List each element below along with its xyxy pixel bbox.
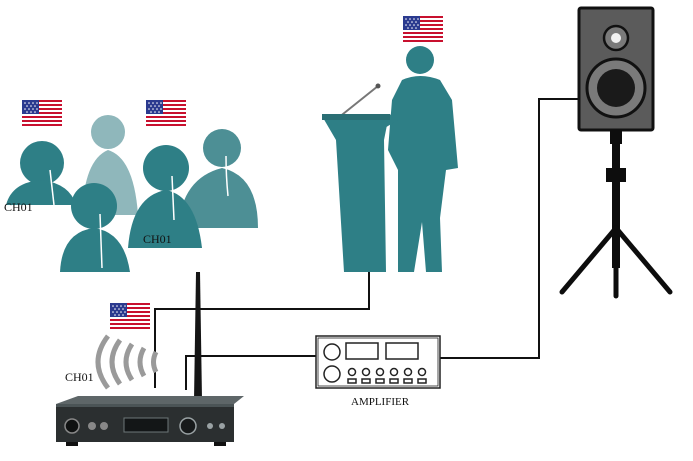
wireless-waves-icon [95, 334, 159, 390]
podium-with-speaker-icon [322, 46, 458, 272]
us-flag-icon [146, 100, 186, 126]
cables [154, 98, 579, 390]
amplifier-label: AMPLIFIER [351, 396, 410, 408]
transmitter-to-amplifier-cable [185, 355, 316, 390]
podium-to-transmitter-cable [154, 270, 370, 388]
us-flag-icon [403, 16, 443, 42]
transmitter-channel-label: CH01 [65, 370, 94, 384]
amplifier-to-speaker-cable [440, 98, 579, 359]
us-flag-icon [110, 303, 150, 329]
listeners-with-earphones-icon [6, 115, 258, 272]
loudspeaker-icon [559, 6, 673, 299]
amplifier-icon [315, 335, 441, 389]
listener-channel-label-left: CH01 [4, 200, 33, 214]
wireless-transmitter-icon [56, 272, 244, 446]
listener-channel-label-center: CH01 [143, 232, 172, 246]
us-flag-icon [22, 100, 62, 126]
